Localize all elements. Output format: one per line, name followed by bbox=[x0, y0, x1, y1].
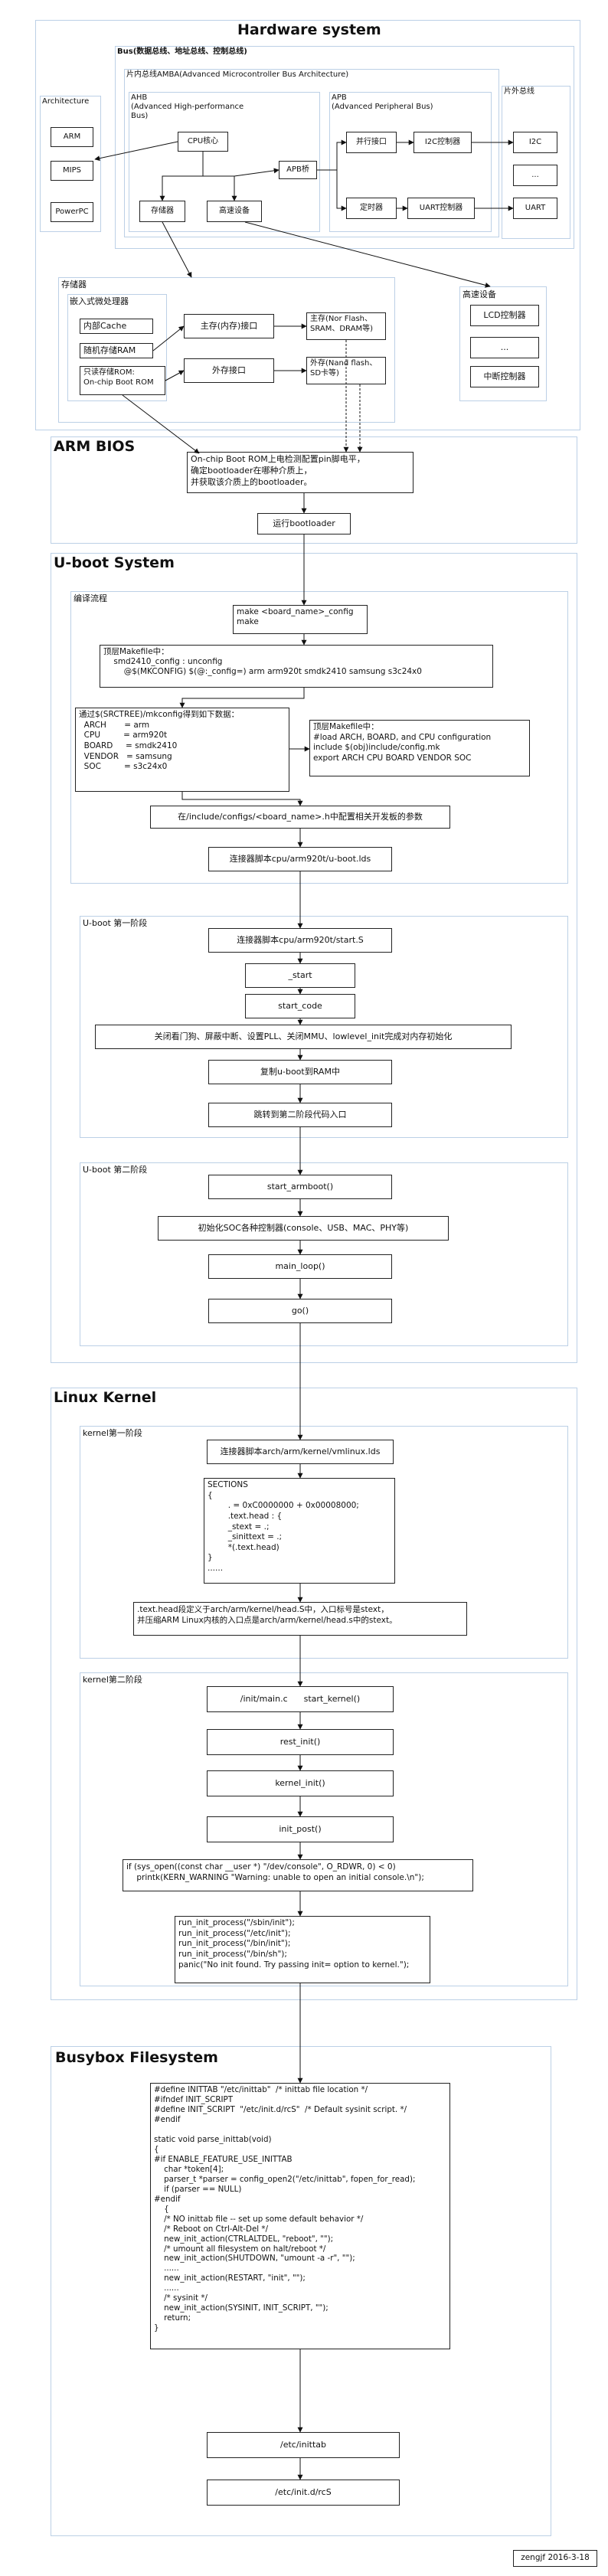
main-loop-box: main_loop() bbox=[208, 1254, 392, 1279]
hs-frame bbox=[459, 286, 547, 401]
footer-credit: zengjf 2016-3-18 bbox=[513, 2550, 597, 2567]
architecture-label: Architecture bbox=[42, 97, 90, 106]
arch-powerpc: PowerPC bbox=[51, 202, 93, 222]
offchip-bus-label: 片外总线 bbox=[504, 87, 534, 96]
ext-mem-if-box: 外存接口 bbox=[184, 358, 274, 383]
run-bootloader-box: 运行bootloader bbox=[257, 513, 351, 534]
uart-box: UART bbox=[513, 198, 557, 219]
run-init-box: run_init_process("/sbin/init"); run_init… bbox=[175, 1916, 430, 1983]
cpu-core-box: CPU核心 bbox=[178, 132, 228, 152]
bios-section bbox=[51, 436, 577, 544]
uart-ctrl-box: UART控制器 bbox=[407, 198, 475, 219]
uboot-stage1-frame bbox=[80, 916, 568, 1138]
embedded-proc-label: 嵌入式微处理器 bbox=[70, 296, 129, 306]
offchip-dots-box: ... bbox=[513, 165, 557, 186]
i2c-box: I2C bbox=[513, 132, 557, 153]
go-box: go() bbox=[208, 1299, 392, 1323]
rest-init-box: rest_init() bbox=[207, 1729, 394, 1755]
sections-box: SECTIONS { . = 0xC0000000 + 0x00008000; … bbox=[204, 1478, 395, 1584]
kernel-init-box: kernel_init() bbox=[207, 1770, 394, 1796]
ram-to-main-if bbox=[152, 325, 185, 351]
uboot-stage2-frame bbox=[80, 1162, 568, 1346]
uboot-section bbox=[51, 553, 577, 1363]
hispeed-to-hs-arrow bbox=[244, 221, 491, 288]
cache-box: 内部Cache bbox=[80, 319, 153, 334]
hispeed-box: 高速设备 bbox=[207, 201, 262, 222]
bios-title: ARM BIOS bbox=[54, 438, 136, 455]
busybox-title: Busybox Filesystem bbox=[55, 2049, 218, 2066]
ahb-frame bbox=[129, 92, 320, 232]
embedded-proc-frame bbox=[67, 294, 167, 401]
start-s-box: 连接器脚本cpu/arm920t/start.S bbox=[208, 928, 392, 953]
apb-frame bbox=[329, 92, 492, 232]
arch-to-cpu-arrow bbox=[94, 141, 178, 162]
lowlevel-init-box: 关闭看门狗、屏蔽中断、设置PLL、关闭MMU、lowlevel_init完成对内… bbox=[95, 1025, 512, 1049]
storage-box: 存储器 bbox=[139, 201, 185, 222]
ahb-label: AHB (Advanced High-performance Bus) bbox=[131, 93, 244, 120]
memory-label: 存储器 bbox=[61, 280, 87, 289]
uboot-lds-box: 连接器脚本cpu/arm920t/u-boot.lds bbox=[208, 847, 392, 871]
main-mem-if-box: 主存(内存)接口 bbox=[184, 314, 274, 338]
cpu-to-hispeed-line bbox=[203, 175, 237, 201]
init-post-box: init_post() bbox=[207, 1816, 394, 1842]
kernel-section bbox=[51, 1388, 577, 2000]
uboot-stage1-label: U-boot 第一阶段 bbox=[83, 918, 148, 928]
kernel-stage1-frame bbox=[80, 1426, 568, 1659]
hs-dots-box: ... bbox=[470, 337, 539, 358]
apb-label: APB (Advanced Peripheral Bus) bbox=[332, 93, 433, 111]
rom-box: 只读存储ROM: On-chip Boot ROM bbox=[80, 366, 165, 395]
rom-to-ext-if bbox=[165, 370, 185, 381]
init-soc-box: 初始化SOC各种控制器(console、USB、MAC、PHY等) bbox=[158, 1216, 449, 1241]
lcd-box: LCD控制器 bbox=[470, 305, 539, 326]
parse-inittab-code-box: #define INITTAB "/etc/inittab" /* initta… bbox=[150, 2083, 450, 2349]
kernel-stage2-label: kernel第二阶段 bbox=[83, 1675, 142, 1685]
storage-to-memory-arrow bbox=[162, 221, 192, 278]
sys-open-box: if (sys_open((const char __user *) "/dev… bbox=[123, 1859, 473, 1891]
uboot-title: U-boot System bbox=[54, 554, 175, 571]
memory-frame bbox=[58, 277, 395, 423]
hardware-section bbox=[35, 20, 580, 430]
kernel-entry-box: .text.head段定义于arch/arm/kernel/head.S中，入口… bbox=[133, 1602, 467, 1636]
apb-bridge-to-parallel bbox=[317, 139, 347, 171]
rom-check-box: On-chip Boot ROM上电检测配置pin脚电平， 确定bootload… bbox=[187, 452, 414, 493]
irq-box: 中断控制器 bbox=[470, 366, 539, 387]
mkconfig-box: 通过$(SRCTREE)/mkconfig得到如下数据： ARCH = arm … bbox=[75, 708, 289, 792]
main-mem-box: 主存(Nor Flash、 SRAM、DRAM等) bbox=[306, 312, 386, 340]
compile-frame bbox=[70, 591, 568, 884]
makefile-include-box: 顶层Makefile中： #load ARCH, BOARD, and CPU … bbox=[309, 720, 530, 776]
ahb-to-apb-bridge-line bbox=[234, 168, 279, 177]
kernel-stage1-label: kernel第一阶段 bbox=[83, 1428, 142, 1438]
hardware-title: Hardware system bbox=[237, 21, 381, 38]
make-box: make <board_name>_config make bbox=[233, 605, 368, 634]
parallel-if-box: 并行接口 bbox=[346, 132, 397, 153]
apb-bridge-to-timer bbox=[336, 170, 347, 211]
kernel-stage2-frame bbox=[80, 1672, 568, 1986]
compile-label: 编译流程 bbox=[74, 593, 107, 603]
board-config-box: 在/include/configs/<board_name>.h中配置相关开发板… bbox=[150, 806, 450, 829]
arch-mips: MIPS bbox=[51, 161, 93, 181]
cpu-to-ahb-line bbox=[159, 152, 204, 201]
bus-label: Bus(数据总线、地址总线、控制总线) bbox=[117, 47, 247, 56]
hs-label: 高速设备 bbox=[463, 289, 496, 299]
architecture-frame bbox=[40, 96, 101, 232]
inner-bus-label: 片内总线AMBA(Advanced Microcontroller Bus Ar… bbox=[126, 70, 349, 79]
makefile-config-box: 顶层Makefile中： smd2410_config : unconfig @… bbox=[100, 645, 493, 688]
i2c-ctrl-box: I2C控制器 bbox=[414, 132, 472, 153]
kernel-title: Linux Kernel bbox=[54, 1389, 157, 1406]
ram-box: 随机存储RAM bbox=[80, 343, 153, 358]
timer-box: 定时器 bbox=[346, 198, 397, 219]
rom-to-bios-arrow bbox=[122, 394, 200, 454]
offchip-bus-frame bbox=[502, 86, 570, 239]
start-code-box: start_code bbox=[245, 994, 355, 1018]
mkconfig-to-board-arrow bbox=[181, 792, 303, 806]
jump-stage2-box: 跳转到第二阶段代码入口 bbox=[208, 1103, 392, 1127]
etc-rcs-box: /etc/init.d/rcS bbox=[207, 2480, 400, 2506]
start-kernel-box: /init/main.c start_kernel() bbox=[207, 1686, 394, 1712]
etc-inittab-box: /etc/inittab bbox=[207, 2432, 400, 2458]
makefile-to-mkconfig-arrow bbox=[179, 688, 305, 708]
arch-arm: ARM bbox=[51, 127, 93, 147]
busybox-section bbox=[51, 2046, 551, 2536]
uboot-stage2-label: U-boot 第二阶段 bbox=[83, 1165, 148, 1175]
